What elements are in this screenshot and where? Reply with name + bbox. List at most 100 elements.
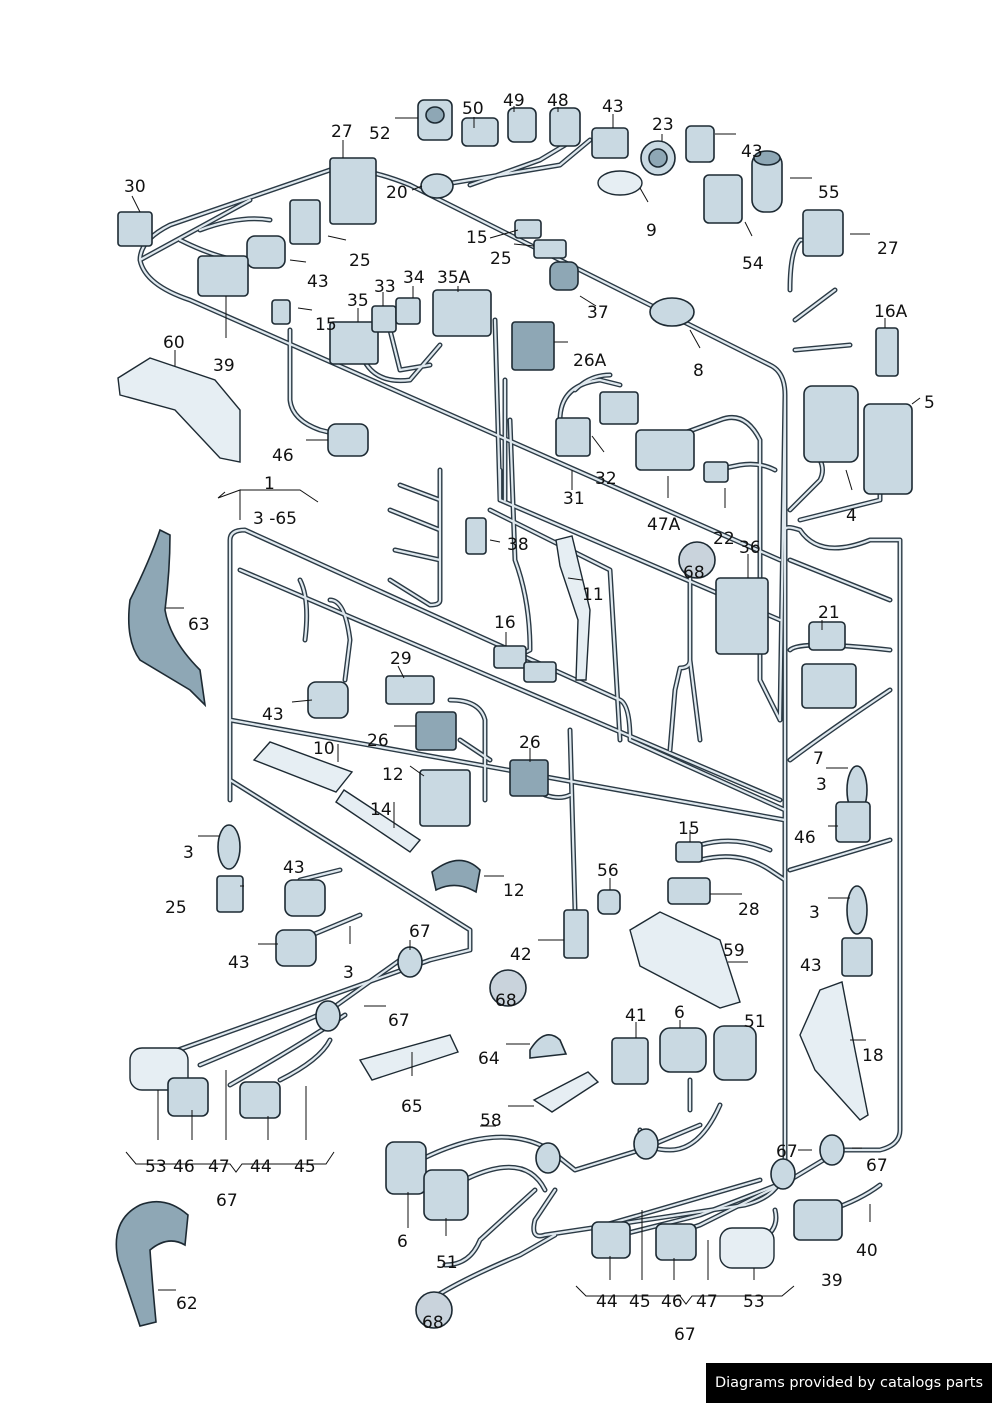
callout-25: 25 bbox=[165, 898, 187, 918]
holder-10 bbox=[252, 741, 354, 793]
callout-1: 1 bbox=[264, 474, 275, 494]
harness-parts bbox=[115, 99, 913, 1329]
callout-7: 7 bbox=[813, 749, 824, 769]
leader-line bbox=[744, 221, 753, 237]
callout-38: 38 bbox=[507, 535, 529, 555]
callout-16A: 16A bbox=[874, 302, 908, 322]
leader-line bbox=[291, 699, 313, 703]
wire-core bbox=[558, 373, 622, 422]
duct-63 bbox=[127, 528, 207, 708]
callout-labels: 27 52 50 49 48 43 23 43 30 20 55 9 27 15… bbox=[124, 91, 935, 1345]
callout-32: 32 bbox=[595, 469, 617, 489]
wire-core bbox=[668, 558, 702, 752]
callout-6: 6 bbox=[674, 1003, 685, 1023]
callout-3: 3 bbox=[809, 903, 820, 923]
callout-26: 26 bbox=[367, 731, 389, 751]
leader-line bbox=[217, 489, 319, 520]
wire-core bbox=[448, 698, 577, 912]
callout-43: 43 bbox=[283, 858, 305, 878]
callout-47: 47 bbox=[208, 1157, 230, 1177]
callout-44: 44 bbox=[250, 1157, 272, 1177]
wire-core bbox=[493, 318, 532, 662]
connector-25-top bbox=[289, 199, 321, 245]
callout-3: 3 bbox=[183, 843, 194, 863]
bracket-65 bbox=[358, 1034, 459, 1081]
callout-65: 65 bbox=[401, 1097, 423, 1117]
harness-wires bbox=[137, 137, 903, 1303]
wire-core bbox=[288, 328, 342, 437]
callout-33: 33 bbox=[374, 277, 396, 297]
callout-16: 16 bbox=[494, 613, 516, 633]
connector-26A bbox=[511, 321, 555, 371]
connector-21 bbox=[808, 621, 846, 651]
callout-46: 46 bbox=[661, 1292, 683, 1312]
grommet-20 bbox=[420, 173, 454, 199]
connector-15-left bbox=[271, 299, 291, 325]
callout-25: 25 bbox=[349, 251, 371, 271]
callout-43: 43 bbox=[602, 97, 624, 117]
wire-core bbox=[443, 1188, 537, 1267]
wire-segment bbox=[697, 838, 788, 883]
connector-43-b bbox=[685, 125, 715, 163]
leader-line bbox=[689, 329, 701, 349]
leader-line bbox=[567, 577, 583, 581]
callout-67: 67 bbox=[409, 922, 431, 942]
callout-37: 37 bbox=[587, 303, 609, 323]
bracket-58 bbox=[532, 1071, 600, 1113]
leader-line bbox=[911, 397, 921, 405]
leader-line bbox=[489, 229, 519, 239]
callout-43: 43 bbox=[262, 705, 284, 725]
connector-27-top bbox=[329, 157, 377, 225]
leader-line bbox=[579, 295, 597, 307]
callout-21: 21 bbox=[818, 603, 840, 623]
callout-68: 68 bbox=[422, 1313, 444, 1333]
connector-39-bottom bbox=[793, 1199, 843, 1241]
connector-43-right bbox=[841, 937, 873, 977]
connector-16b bbox=[523, 661, 557, 683]
callout-39: 39 bbox=[821, 1271, 843, 1291]
wire-core bbox=[618, 526, 902, 1237]
wire-core bbox=[713, 463, 777, 472]
leader-line bbox=[591, 435, 605, 453]
wire-core bbox=[788, 238, 852, 352]
connector-51-top bbox=[713, 1025, 757, 1081]
callout-3: 3 bbox=[816, 775, 827, 795]
connector-43-left bbox=[246, 235, 286, 269]
callout-62: 62 bbox=[176, 1294, 198, 1314]
leader-line bbox=[411, 185, 423, 191]
callout-68: 68 bbox=[495, 991, 517, 1011]
connector-31-top bbox=[599, 391, 639, 425]
wire-core bbox=[663, 416, 782, 722]
grommet-68-bottom bbox=[415, 1291, 453, 1329]
clip-12 bbox=[431, 859, 481, 894]
callout-29: 29 bbox=[390, 649, 412, 669]
connector-7-block bbox=[801, 663, 857, 709]
connector-48 bbox=[549, 107, 581, 147]
callout-40: 40 bbox=[856, 1241, 878, 1261]
connector-4 bbox=[803, 385, 859, 463]
callout-12: 12 bbox=[382, 765, 404, 785]
grommet-8 bbox=[649, 297, 695, 327]
callout-45: 45 bbox=[629, 1292, 651, 1312]
callout-6: 6 bbox=[397, 1232, 408, 1252]
leader-line bbox=[845, 469, 853, 491]
callout-64: 64 bbox=[478, 1049, 500, 1069]
connector-22 bbox=[703, 461, 729, 483]
callout-5: 5 bbox=[924, 393, 935, 413]
connector-26-a bbox=[415, 711, 457, 751]
connector-37 bbox=[549, 261, 579, 291]
callout-22: 22 bbox=[713, 529, 735, 549]
grommet-67-c bbox=[535, 1142, 561, 1174]
callout-4: 4 bbox=[846, 506, 857, 526]
callout-39: 39 bbox=[213, 356, 235, 376]
connector-43-top bbox=[591, 127, 629, 159]
connector-15-right bbox=[675, 841, 703, 863]
callout-43: 43 bbox=[741, 142, 763, 162]
connector-28 bbox=[667, 877, 711, 905]
tube-14 bbox=[335, 789, 422, 853]
connector-26-b bbox=[509, 759, 549, 797]
callout-48: 48 bbox=[547, 91, 569, 111]
wire-core bbox=[298, 578, 352, 682]
leader-line bbox=[397, 665, 405, 679]
callout-30: 30 bbox=[124, 177, 146, 197]
